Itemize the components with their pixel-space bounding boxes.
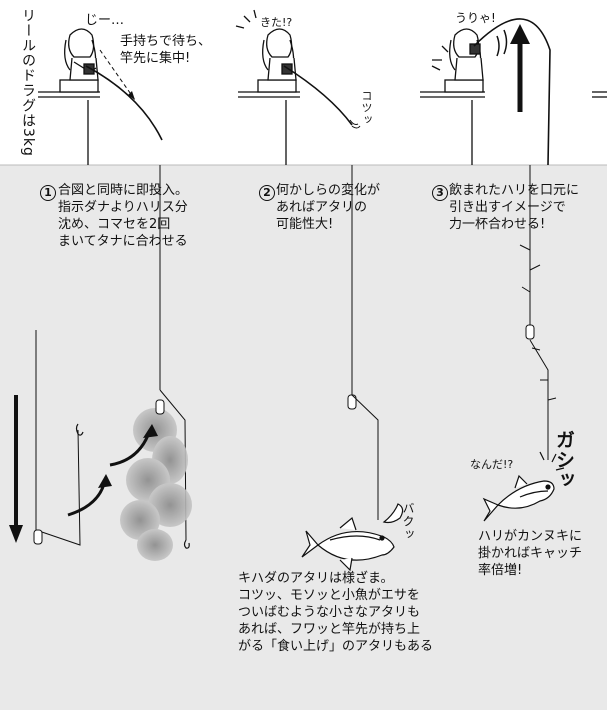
panel1-speech: 手持ちで待ち、 竿先に集中! [120, 34, 212, 66]
panel3-instruction: 飲まれたハリを口元に 引き出すイメージで 力一杯合わせる! [449, 183, 580, 232]
rod-tap-sound: コツッ [360, 90, 373, 126]
step-2-badge: 2 [259, 185, 275, 201]
panel1-instruction: 合図と同時に即投入。 指示ダナよりハリス分 沈め、コマセを2回 まいてタナに合わ… [58, 183, 189, 249]
panel1-sound: じー… [85, 13, 125, 28]
tuna-3 [482, 474, 555, 522]
panel2-instruction: 何かしらの変化が あればアタリの 可能性大! [276, 183, 381, 232]
step-3-badge: 3 [432, 185, 448, 201]
angler-2 [235, 9, 300, 165]
tuna-2 [301, 503, 404, 572]
panel3-step: 3 [432, 183, 449, 201]
panel3-note: ハリがカンヌキに 掛かればキャッチ 率倍増! [478, 529, 583, 578]
panel2-step: 2 [259, 183, 276, 201]
gaze-arrow [99, 49, 136, 101]
panel1-step: 1 [40, 183, 57, 201]
panel3-sound: うりゃ! [455, 11, 496, 25]
sinker-1 [155, 399, 165, 415]
sinker-3 [525, 324, 535, 340]
hook-set-sound: ガシッ [553, 430, 575, 490]
rod-1 [85, 65, 163, 141]
fish-sound: なんだ!? [470, 458, 514, 471]
step-1-badge: 1 [40, 185, 56, 201]
angler-3 [420, 28, 485, 165]
panel2-note: キハダのアタリは様ざま。 コツッ、モソッと小魚がエサを ついばむような小さなアタ… [238, 571, 434, 654]
water-area [0, 165, 607, 710]
bite-sound: バクッ [401, 502, 415, 541]
rod-2 [283, 65, 353, 126]
angler-1 [38, 28, 100, 165]
panel2-sound: きた!? [260, 16, 293, 29]
drag-setting-label: リールのドラグは3kg [20, 8, 36, 157]
rod-3 [473, 18, 551, 166]
